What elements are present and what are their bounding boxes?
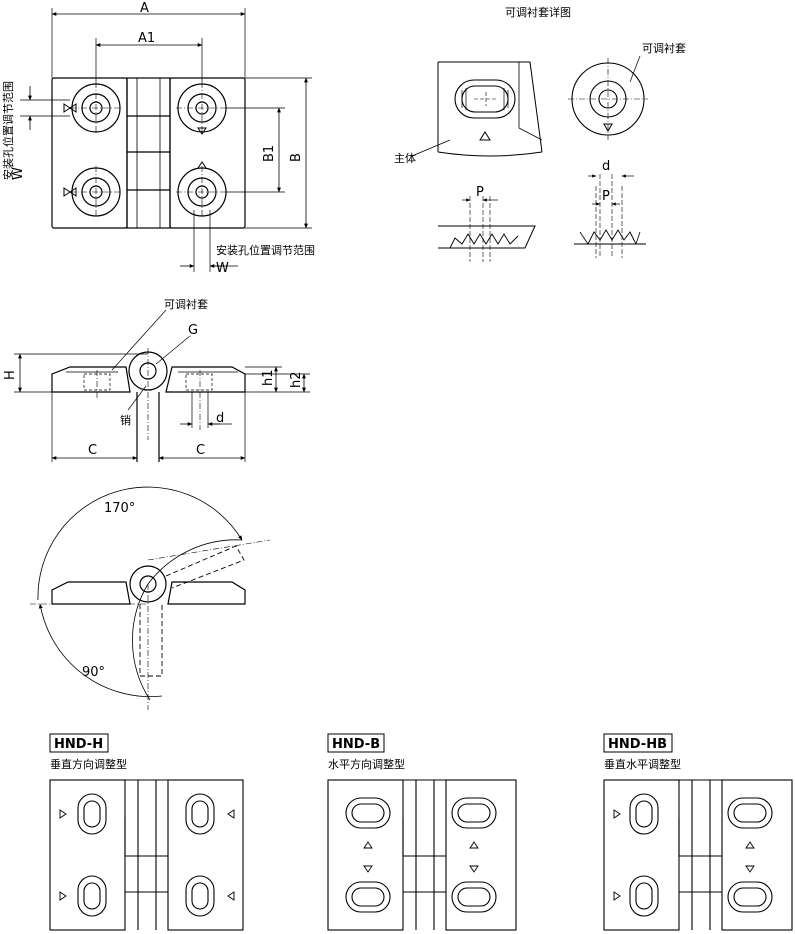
- variant-desc: 垂直方向调整型: [50, 757, 127, 771]
- variant-hnd-b: HND-B 水平方向调整型: [327, 733, 517, 931]
- detail-P-left-label: P: [476, 185, 484, 200]
- rotation-view: [30, 486, 271, 710]
- dim-B1-label: B1: [262, 145, 277, 162]
- side-d-label: d: [216, 411, 224, 426]
- side-H-label: H: [3, 370, 18, 380]
- dim-B-label: B: [289, 153, 304, 162]
- side-h2-label: h2: [289, 371, 304, 388]
- dim-A1-label: A1: [138, 31, 155, 46]
- side-h1-label: h1: [261, 369, 276, 386]
- detail-bushing-label: 可调衬套: [642, 42, 686, 55]
- detail-views: [411, 55, 648, 262]
- variant-desc: 垂直水平调整型: [604, 757, 681, 771]
- detail-P-right-label: P: [602, 189, 610, 204]
- variant-hnd-h: HND-H 垂直方向调整型: [49, 733, 244, 931]
- top-view: [20, 8, 312, 272]
- variant-code: HND-H: [54, 737, 103, 752]
- dim-W-left-label: W: [11, 167, 26, 180]
- range-label-left: 安装孔位置调节范围: [1, 81, 15, 180]
- variant-desc: 水平方向调整型: [328, 757, 405, 771]
- detail-body-label: 主体: [394, 151, 416, 165]
- range-label-bottom: 安装孔位置调节范围: [216, 243, 315, 257]
- angle-open-label: 170°: [104, 501, 135, 516]
- side-C-left-label: C: [88, 443, 97, 458]
- side-C-right-label: C: [196, 443, 205, 458]
- side-bushing-label: 可调衬套: [164, 298, 208, 311]
- detail-title: 可调衬套详图: [505, 5, 571, 19]
- dim-A-label: A: [140, 1, 149, 16]
- side-pin-label: 销: [120, 413, 131, 427]
- dim-W-bottom-label: W: [216, 261, 229, 276]
- variant-hnd-hb: HND-HB 垂直水平调整型: [603, 733, 793, 931]
- angle-close-label: 90°: [82, 665, 105, 680]
- variant-code: HND-HB: [608, 737, 667, 752]
- side-G-label: G: [188, 323, 198, 338]
- side-view: [14, 309, 310, 462]
- variant-code: HND-B: [332, 737, 380, 752]
- detail-d-label: d: [602, 159, 610, 174]
